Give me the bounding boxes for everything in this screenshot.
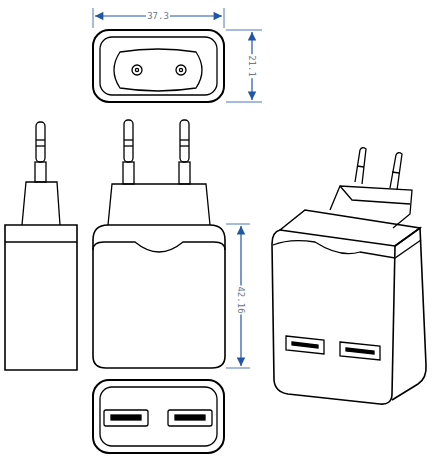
dimension-lines [93, 8, 262, 368]
dimension-value: 21.1 [247, 54, 257, 78]
iso-view [272, 148, 426, 404]
bottom-view [93, 380, 224, 453]
dimension-value: 42.16 [236, 285, 246, 314]
top-view [93, 30, 224, 102]
dimension-value: 37.3 [146, 11, 170, 21]
side-view [5, 122, 77, 370]
front-view [93, 120, 225, 368]
